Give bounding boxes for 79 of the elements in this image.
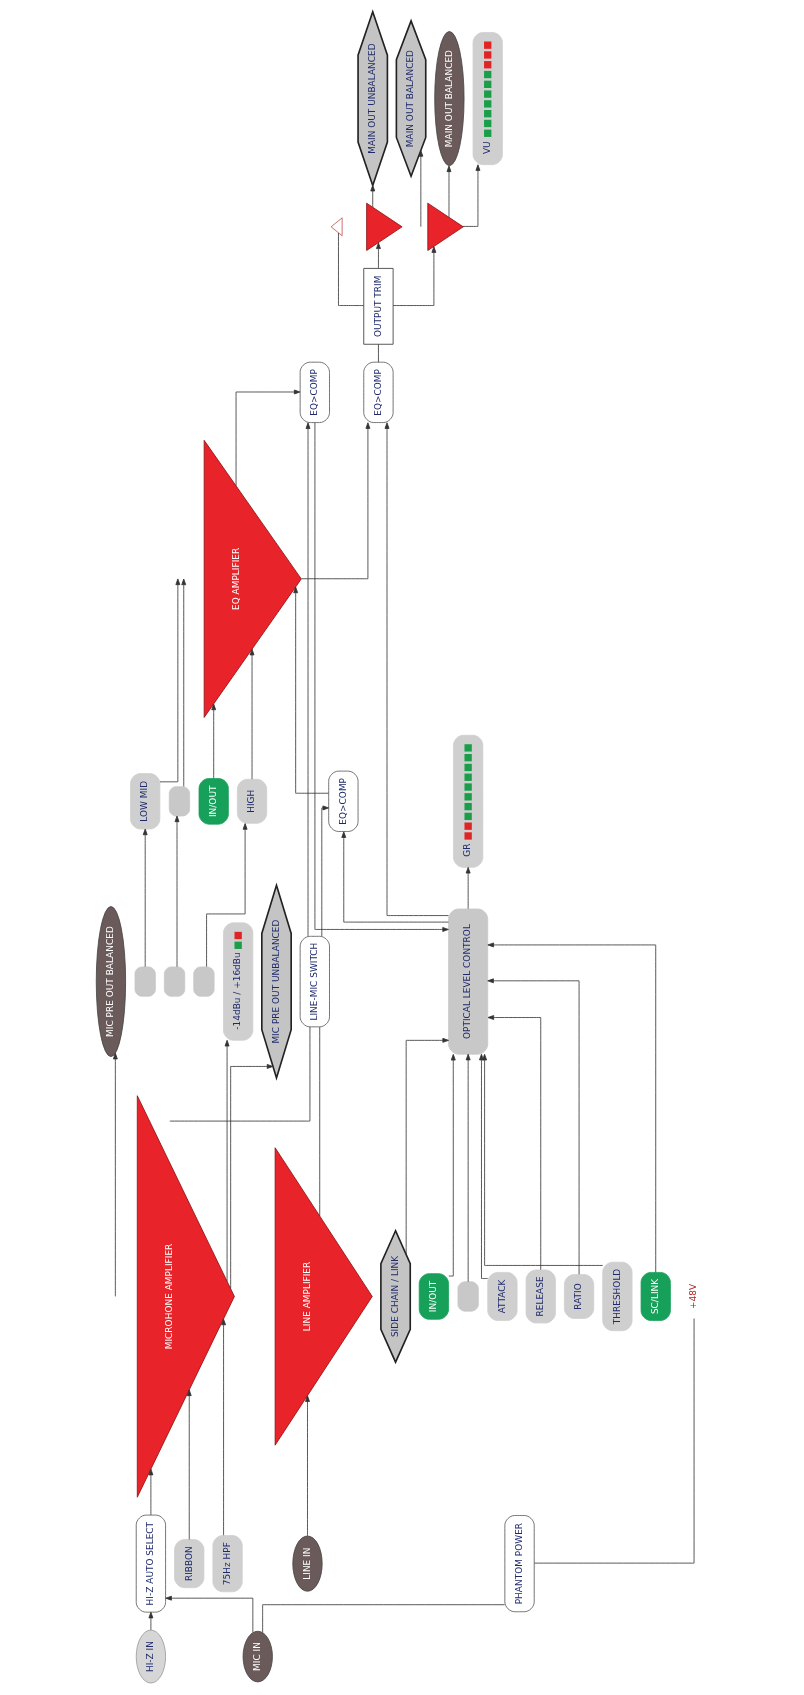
arrow [220,1318,226,1536]
arrow [210,703,216,779]
arrow [229,1064,273,1289]
node-triangle [330,217,343,237]
node-box: VU [472,32,503,166]
connector [261,1604,505,1633]
arrow [300,422,370,580]
node-box: HI-Z AUTO SELECT [135,1514,166,1613]
arrow [375,242,381,269]
node-box: -14dBu / +16dBu [222,922,253,1041]
node-box: EQ>COMP [327,770,358,832]
arrow [249,648,254,780]
node-box: OPTICAL LEVEL CONTROL [447,908,488,1055]
arrow [446,165,451,218]
node-box: RATIO [563,1274,594,1319]
connector [533,1318,694,1564]
arrow [486,942,656,1273]
arrow [392,246,436,306]
connector [377,343,379,363]
arrow [148,1611,153,1631]
arrow [235,389,300,487]
node-box: IN/OUT [198,778,229,825]
node-box: EQ>COMP [299,361,330,423]
arrow [174,815,179,968]
connector [318,1026,320,1217]
arrow [164,1595,253,1633]
connector [168,1026,310,1122]
arrow [384,422,449,916]
node-box: LINE-MIC SWITCH [299,935,330,1028]
node-box [168,786,190,817]
node-box [192,966,214,997]
arrow [340,831,449,923]
arrow [405,1037,449,1255]
node-box: RIBBON [173,1539,204,1589]
arrow [447,1053,456,1277]
node-ellipse: MIC IN [242,1630,273,1683]
node-box: IN/OUT [418,1273,449,1320]
arrow [305,422,310,937]
arrow [465,1053,471,1283]
arrow [314,422,449,932]
node-box [457,1281,479,1312]
node-box: THRESHOLD [601,1261,632,1332]
node-text: +48V [687,1283,698,1310]
arrow [465,867,471,910]
node-box: HIGH [236,778,267,824]
node-box: OUTPUT TRIM [362,268,394,345]
arrow [320,805,329,937]
node-box: GR [452,734,483,868]
node-box: RELEASE [525,1269,556,1324]
node-box: LOW MID [129,773,160,830]
arrow [142,828,148,968]
node-box [163,966,185,997]
arrow [186,1389,192,1540]
arrow [292,586,329,794]
arrow [481,1053,603,1266]
node-box: EQ>COMP [362,361,394,423]
arrow [478,1053,488,1279]
arrow [487,1015,541,1271]
arrow [205,823,247,967]
arrow [304,1395,310,1537]
node-ellipse: MIC PRE OUT BALANCED [95,906,126,1057]
arrow [224,1039,229,1282]
arrow [369,184,375,208]
arrow [159,578,180,783]
node-box: ATTACK [486,1272,517,1321]
node-ellipse: MAIN OUT BALANCED [433,31,464,167]
connector [337,232,364,306]
arrow [148,1468,153,1516]
node-box: PHANTOM POWER [503,1515,535,1613]
node-box [134,966,156,997]
arrow [461,164,480,227]
node-ellipse: HI-Z IN [135,1629,166,1684]
node-box: 75Hz HPF [212,1535,243,1593]
arrow [486,978,579,1275]
arrow [417,150,423,228]
arrow [180,578,186,787]
arrow [112,1052,118,1297]
node-ellipse: LINE IN [291,1535,323,1592]
node-box: SC/LINK [640,1272,671,1321]
